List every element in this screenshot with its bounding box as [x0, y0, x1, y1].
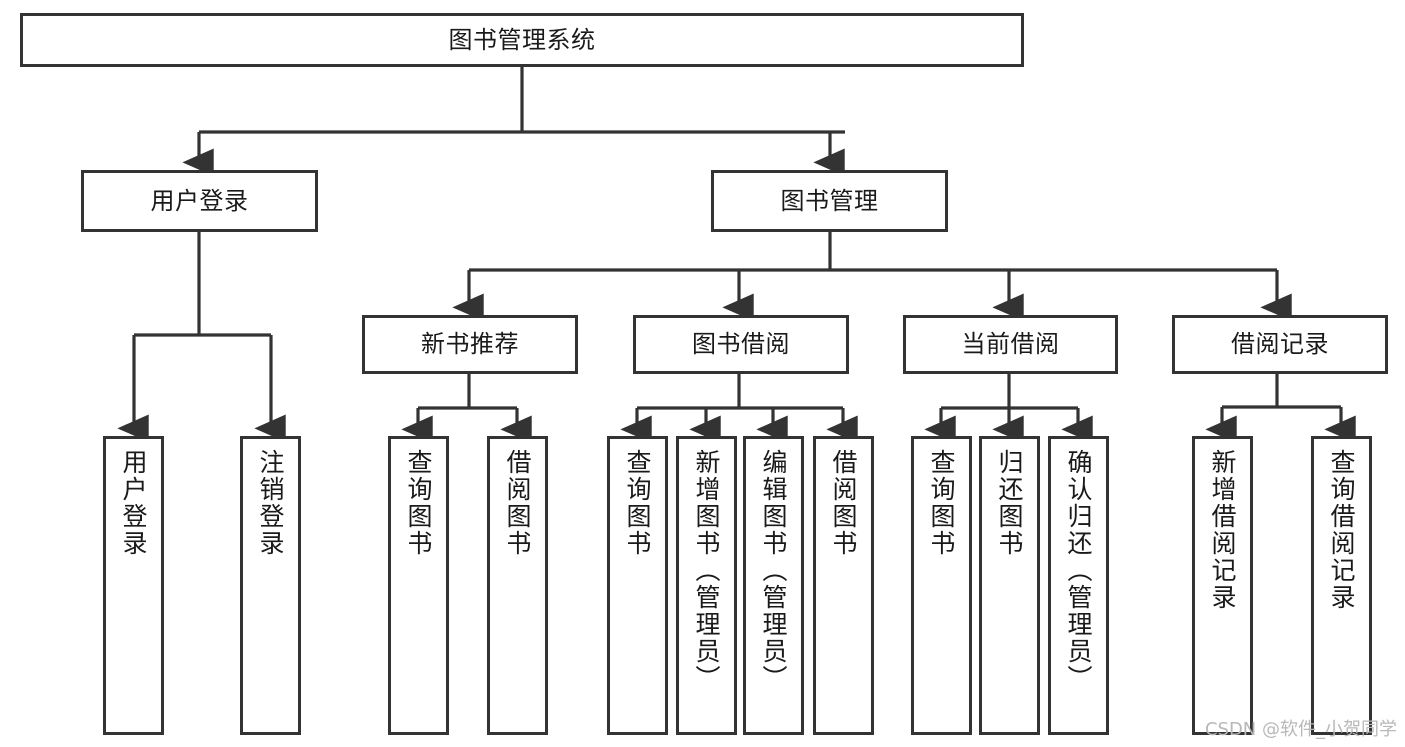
node-new-book-recommend[interactable]: 新书推荐 [362, 315, 578, 374]
node-user-login[interactable]: 用户登录 [81, 170, 318, 232]
node-label: 查询图书 [927, 449, 956, 557]
node-label: 归还图书 [995, 449, 1024, 557]
node-leaf-borrow-book-1[interactable]: 借阅图书 [487, 436, 548, 735]
node-label: 图书管理系统 [448, 25, 596, 54]
node-label: 图书借阅 [692, 330, 790, 359]
node-label: 查询借阅记录 [1327, 449, 1356, 611]
node-book-manage[interactable]: 图书管理 [711, 170, 948, 232]
node-leaf-borrow-book-2[interactable]: 借阅图书 [813, 436, 874, 735]
node-leaf-confirm-return[interactable]: 确认归还（管理员） [1048, 436, 1109, 735]
node-label: 用户登录 [150, 186, 249, 215]
node-leaf-query-book-1[interactable]: 查询图书 [388, 436, 449, 735]
node-label: 编辑图书（管理员） [759, 449, 788, 692]
node-current-borrow[interactable]: 当前借阅 [903, 315, 1118, 374]
node-label: 当前借阅 [961, 330, 1060, 359]
node-label: 新增借阅记录 [1208, 449, 1237, 611]
node-label: 新书推荐 [421, 330, 519, 359]
node-label: 借阅图书 [503, 449, 532, 557]
node-borrow-record[interactable]: 借阅记录 [1172, 315, 1388, 374]
node-label: 用户登录 [119, 449, 148, 557]
node-leaf-user-logout[interactable]: 注销登录 [240, 436, 301, 735]
node-label: 查询图书 [404, 449, 433, 557]
node-leaf-user-login[interactable]: 用户登录 [103, 436, 164, 735]
node-leaf-return-book[interactable]: 归还图书 [979, 436, 1040, 735]
node-leaf-add-book[interactable]: 新增图书（管理员） [676, 436, 737, 735]
node-label: 确认归还（管理员） [1064, 449, 1093, 692]
node-leaf-query-book-2[interactable]: 查询图书 [607, 436, 668, 735]
node-leaf-query-book-3[interactable]: 查询图书 [911, 436, 972, 735]
node-label: 图书管理 [780, 186, 879, 215]
node-label: 新增图书（管理员） [692, 449, 721, 692]
node-leaf-add-record[interactable]: 新增借阅记录 [1192, 436, 1253, 735]
node-leaf-edit-book[interactable]: 编辑图书（管理员） [743, 436, 804, 735]
csdn-watermark: CSDN @软件_小贺同学 [1204, 719, 1397, 740]
node-label: 注销登录 [256, 449, 285, 557]
node-root-system[interactable]: 图书管理系统 [20, 13, 1024, 67]
node-label: 借阅图书 [829, 449, 858, 557]
node-label: 借阅记录 [1231, 330, 1329, 359]
node-label: 查询图书 [623, 449, 652, 557]
node-leaf-query-record[interactable]: 查询借阅记录 [1311, 436, 1372, 735]
node-book-borrow[interactable]: 图书借阅 [633, 315, 849, 374]
